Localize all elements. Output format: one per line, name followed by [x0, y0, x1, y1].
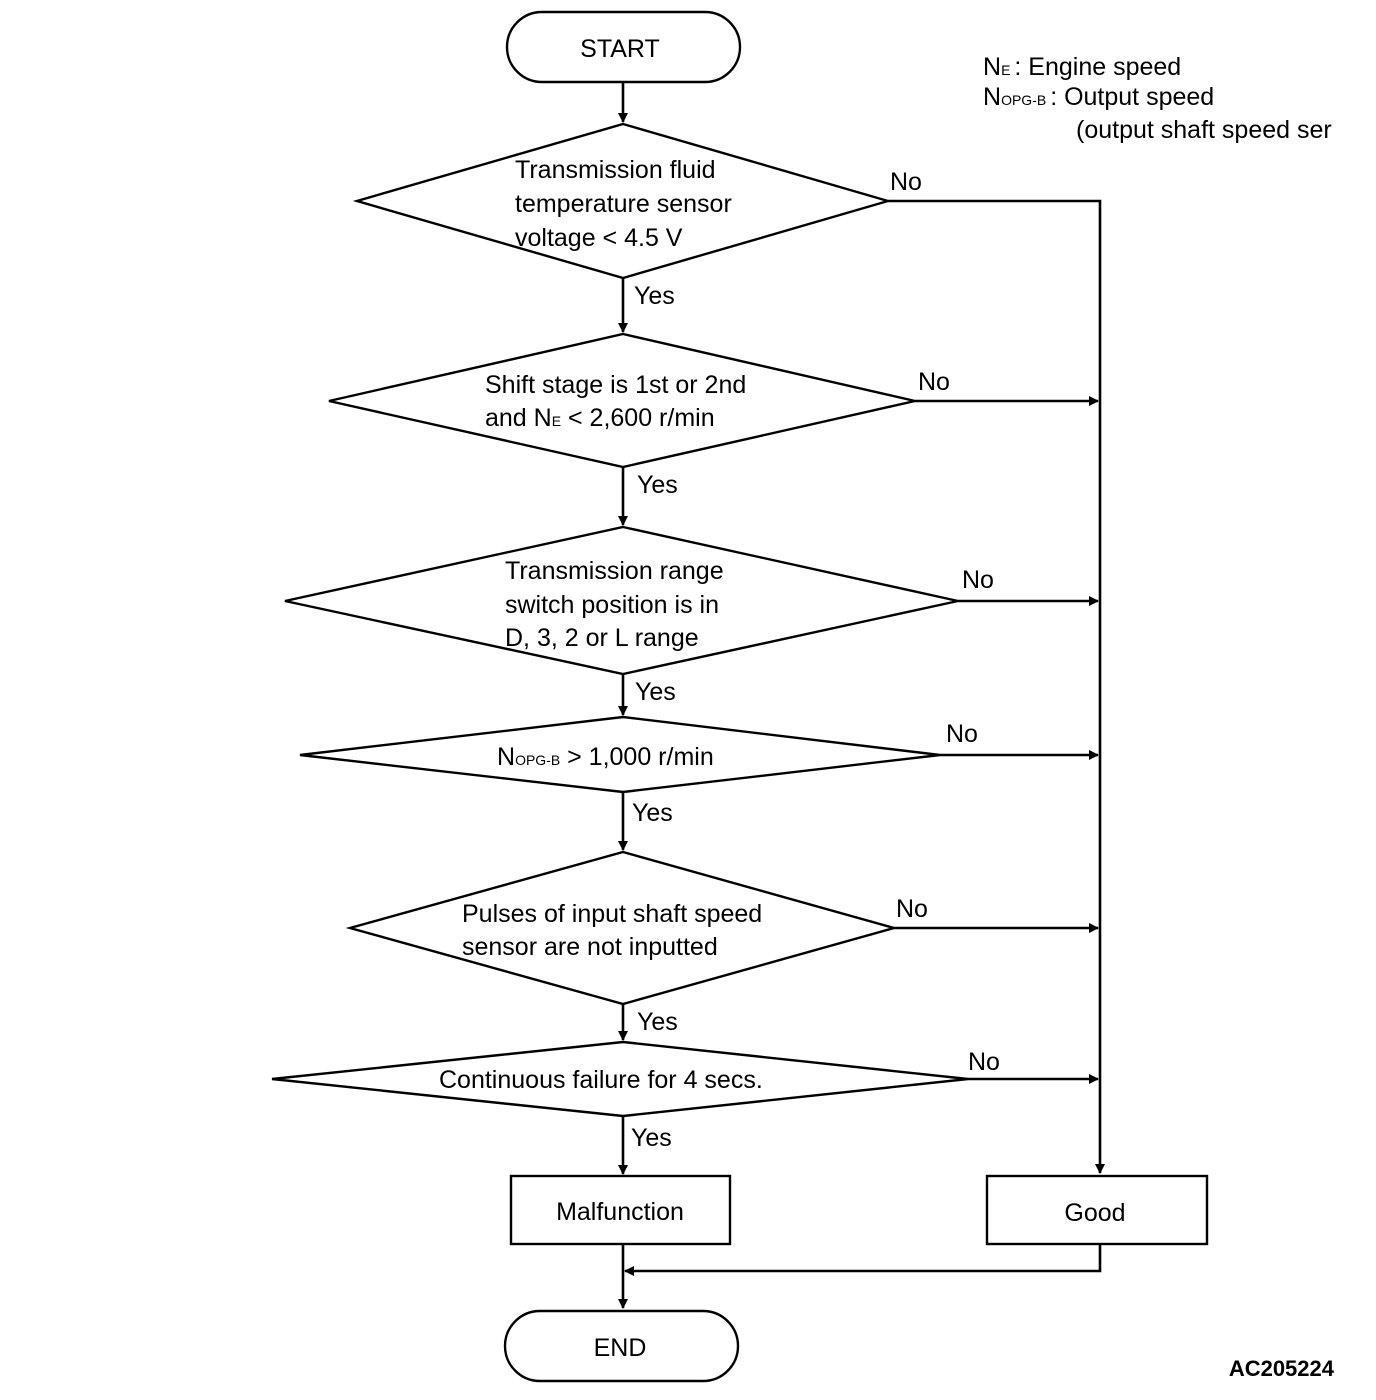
no-label-d5: No [896, 895, 928, 923]
no-label-d6: No [968, 1048, 1000, 1076]
d6-text: Continuous failure for 4 secs. [439, 1066, 763, 1094]
legend-ne-line: NE: Engine speed [983, 53, 1181, 81]
decision-continuous-failure [271, 1040, 969, 1118]
end-terminal [503, 1309, 740, 1383]
d4-text: NOPG-B > 1,000 r/min [497, 743, 714, 771]
d2-line2: and NE < 2,600 r/min [485, 404, 715, 432]
no-label-d1: No [890, 168, 922, 196]
legend: NE: Engine speed NOPG-B: Output speed (o… [983, 53, 1332, 144]
d1-line2: temperature sensor [515, 190, 732, 218]
decision-range-switch [284, 525, 959, 676]
yes-label-d3: Yes [635, 678, 676, 706]
decision-shift-stage [328, 332, 916, 469]
decision-input-pulses [345, 850, 899, 1006]
d3-line3: D, 3, 2 or L range [505, 624, 699, 652]
d3-line2: switch position is in [505, 591, 719, 619]
yes-label-d4: Yes [632, 799, 673, 827]
d1-line1: Transmission fluid [515, 156, 716, 184]
good-box [985, 1174, 1209, 1246]
no-path-d1-to-good [888, 199, 1105, 1174]
start-label: START [580, 35, 660, 63]
d3-line1: Transmission range [505, 557, 724, 585]
good-label: Good [1064, 1199, 1125, 1227]
d5-line2: sensor are not inputted [462, 933, 718, 961]
yes-label-d2: Yes [637, 471, 678, 499]
yes-label-d6: Yes [631, 1124, 672, 1152]
d5-line1: Pulses of input shaft speed [462, 900, 762, 928]
figure-code: AC205224 [1229, 1356, 1335, 1381]
malfunction-label: Malfunction [556, 1198, 684, 1226]
decision-output-speed [299, 715, 941, 794]
legend-nopg-note: (output shaft speed ser [1076, 116, 1332, 144]
no-label-d3: No [962, 566, 994, 594]
yes-label-d5: Yes [637, 1008, 678, 1036]
no-label-d4: No [946, 720, 978, 748]
no-label-d2: No [918, 368, 950, 396]
arrow-good-to-end [624, 1244, 1102, 1276]
d2-line1: Shift stage is 1st or 2nd [485, 371, 746, 399]
end-label: END [594, 1334, 647, 1362]
d1-line3: voltage < 4.5 V [515, 224, 683, 252]
yes-label-d1: Yes [634, 282, 675, 310]
decision-fluid-temp-voltage [352, 122, 893, 280]
legend-nopg-line: NOPG-B: Output speed [983, 83, 1214, 111]
malfunction-box [509, 1174, 732, 1246]
